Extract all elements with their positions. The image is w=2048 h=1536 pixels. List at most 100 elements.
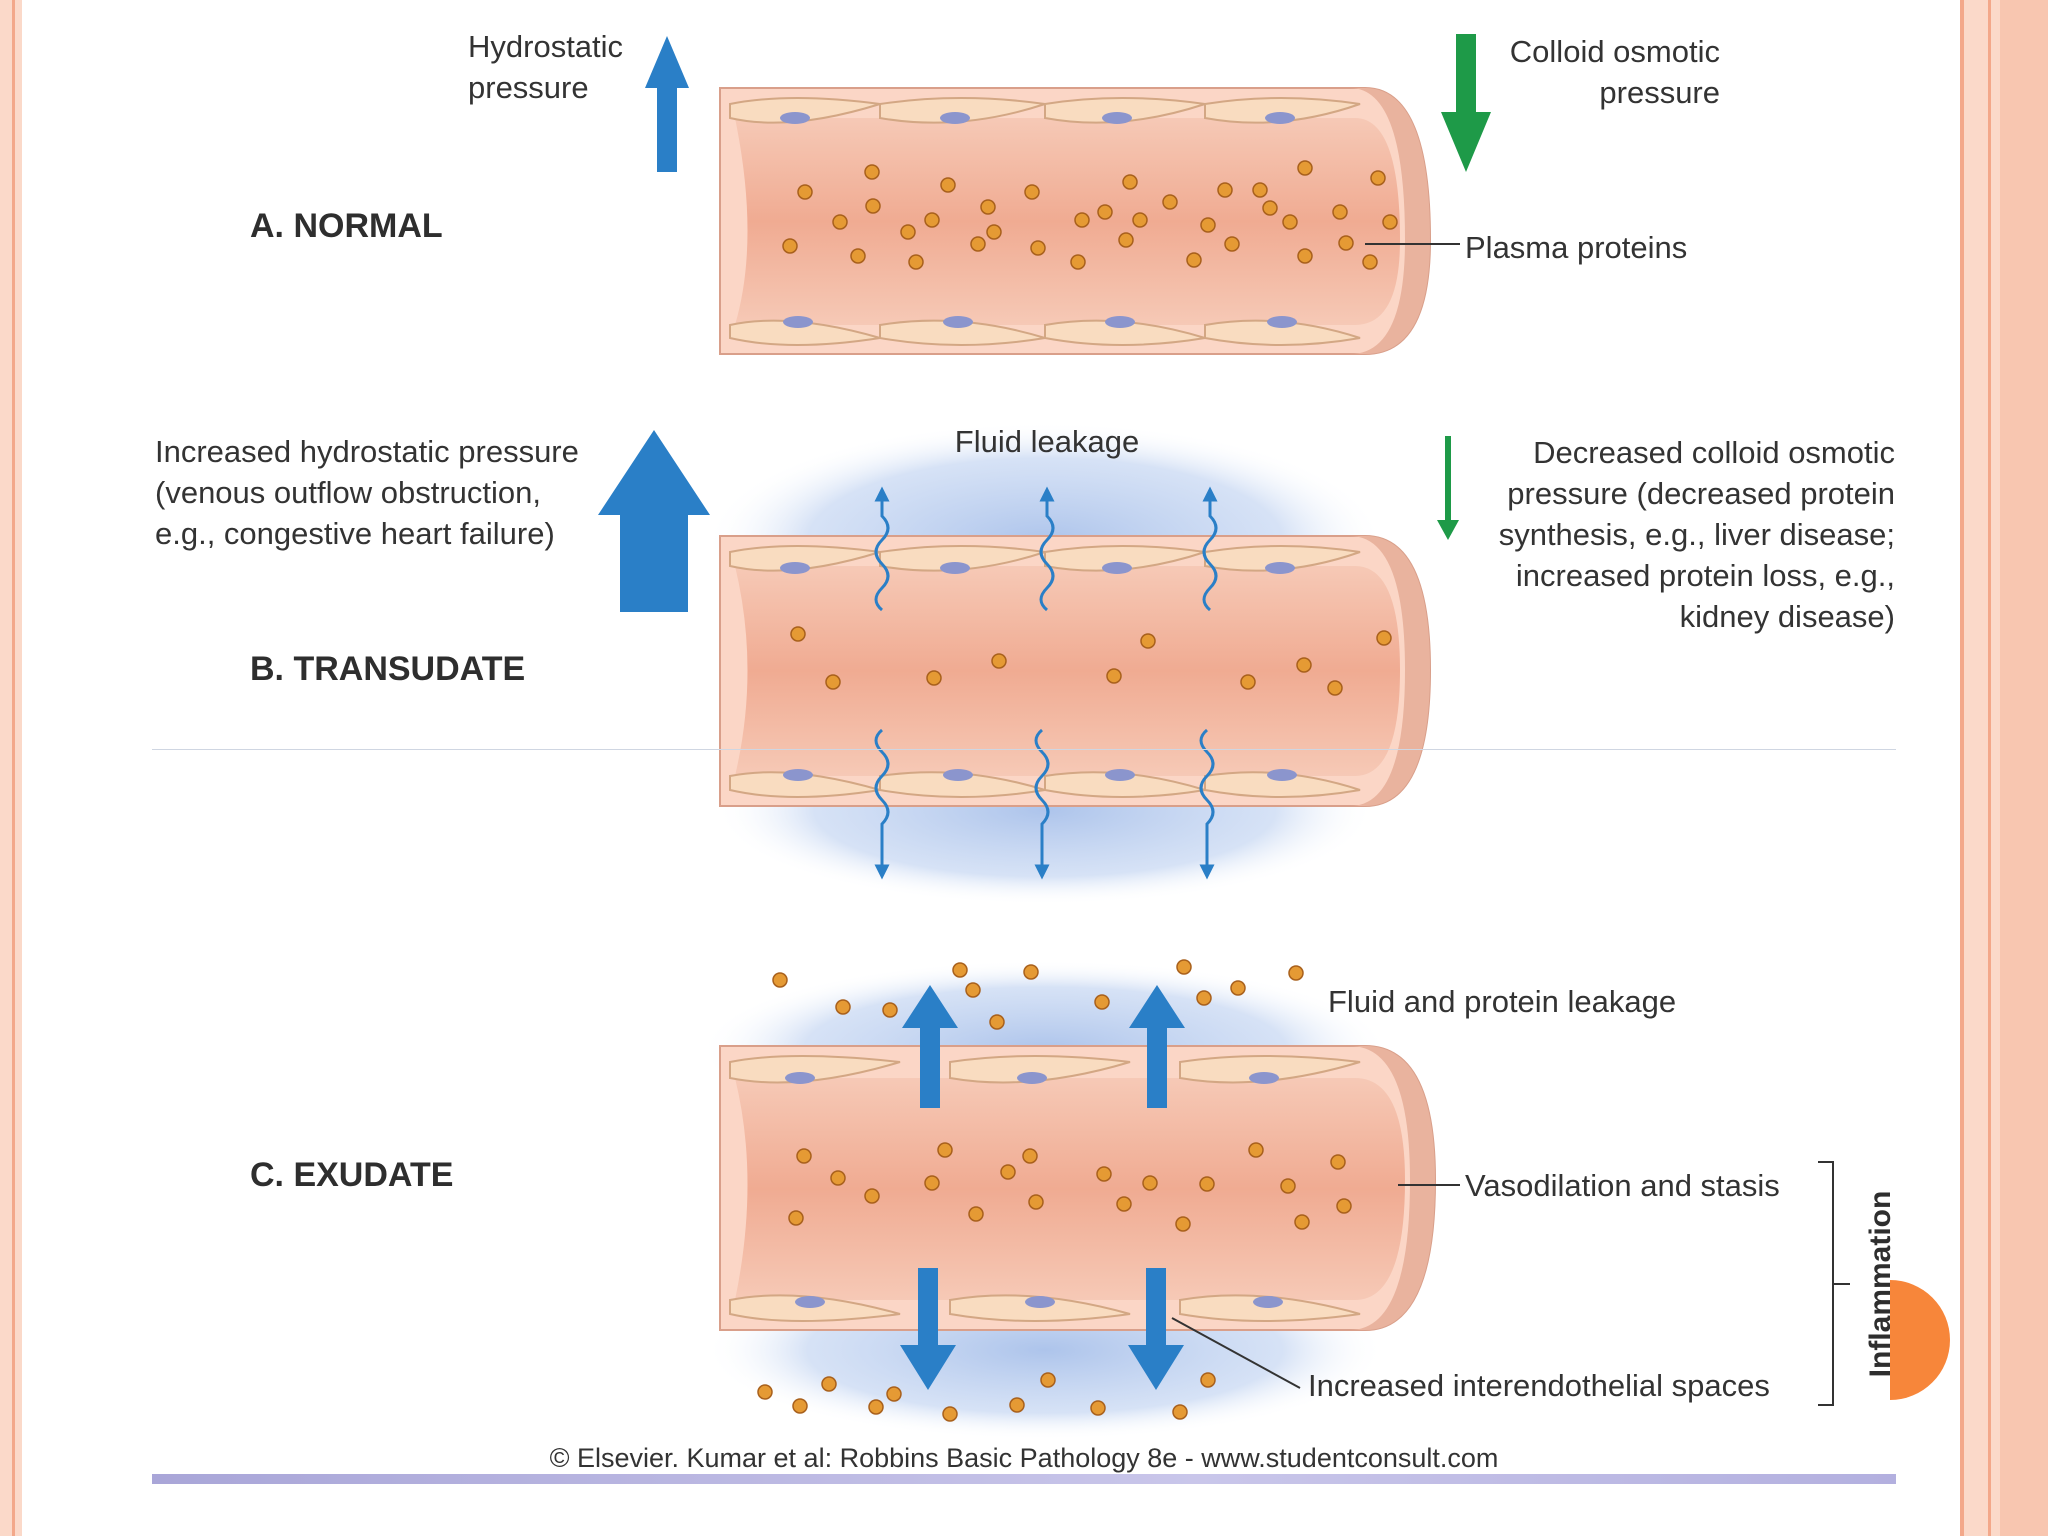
protein-dot bbox=[1000, 1164, 1016, 1180]
protein-dot bbox=[1362, 254, 1378, 270]
panel-transudate-title: B. TRANSUDATE bbox=[250, 650, 525, 688]
image-credit: © Elsevier. Kumar et al: Robbins Basic P… bbox=[550, 1443, 1499, 1473]
protein-dot bbox=[991, 653, 1007, 669]
protein-dot bbox=[1252, 182, 1268, 198]
protein-dot bbox=[886, 1386, 902, 1402]
protein-dot bbox=[1370, 170, 1386, 186]
protein-dot bbox=[1175, 1216, 1191, 1232]
panel-normal: A. NORMAL Hydrostatic pressure Colloid o… bbox=[250, 29, 1720, 355]
increased-hydrostatic-line3: e.g., congestive heart failure) bbox=[155, 516, 555, 551]
plasma-proteins-exudate bbox=[757, 959, 1352, 1422]
protein-dot bbox=[980, 199, 996, 215]
protein-dot bbox=[1094, 994, 1110, 1010]
protein-dot bbox=[830, 1170, 846, 1186]
protein-dot bbox=[1240, 674, 1256, 690]
protein-dot bbox=[1176, 959, 1192, 975]
protein-dot bbox=[1096, 1166, 1112, 1182]
interendothelial-spaces-label: Increased interendothelial spaces bbox=[1308, 1368, 1770, 1403]
protein-dot bbox=[924, 1175, 940, 1191]
protein-dot bbox=[1040, 1372, 1056, 1388]
protein-dot bbox=[1200, 1372, 1216, 1388]
protein-dot bbox=[1196, 990, 1212, 1006]
panel-exudate-title: C. EXUDATE bbox=[250, 1156, 453, 1194]
protein-dot bbox=[1172, 1404, 1188, 1420]
protein-dot bbox=[772, 972, 788, 988]
protein-dot bbox=[1106, 668, 1122, 684]
vasodilation-label: Vasodilation and stasis bbox=[1465, 1168, 1780, 1203]
colloid-label-line2: pressure bbox=[1599, 75, 1720, 110]
protein-dot bbox=[1070, 254, 1086, 270]
protein-dot bbox=[1030, 240, 1046, 256]
protein-dot bbox=[1023, 964, 1039, 980]
protein-dot bbox=[937, 1142, 953, 1158]
hydrostatic-label-line2: pressure bbox=[468, 70, 589, 105]
protein-dot bbox=[865, 198, 881, 214]
decreased-colloid-arrow-icon bbox=[1437, 436, 1459, 540]
protein-dot bbox=[1162, 194, 1178, 210]
protein-dot bbox=[790, 626, 806, 642]
protein-dot bbox=[832, 214, 848, 230]
protein-dot bbox=[1199, 1176, 1215, 1192]
protein-dot bbox=[965, 982, 981, 998]
decreased-colloid-line5: kidney disease) bbox=[1680, 599, 1895, 634]
fluid-leakage-arrows bbox=[874, 486, 1218, 880]
protein-dot bbox=[900, 224, 916, 240]
colloid-arrow-icon bbox=[1441, 34, 1491, 172]
protein-dot bbox=[821, 1376, 837, 1392]
protein-dot bbox=[1074, 212, 1090, 228]
protein-dot bbox=[1140, 633, 1156, 649]
protein-dot bbox=[1022, 1148, 1038, 1164]
protein-dot bbox=[1217, 182, 1233, 198]
protein-dot bbox=[942, 1406, 958, 1422]
increased-hydrostatic-arrow-icon bbox=[598, 430, 710, 612]
protein-dot bbox=[1122, 174, 1138, 190]
spaces-leader-line bbox=[1171, 1317, 1301, 1389]
protein-dot bbox=[1142, 1175, 1158, 1191]
slide-divider bbox=[152, 749, 1896, 750]
fluid-protein-leakage-label: Fluid and protein leakage bbox=[1328, 984, 1676, 1019]
protein-dot bbox=[796, 1148, 812, 1164]
protein-dot bbox=[797, 184, 813, 200]
fluid-leakage-label: Fluid leakage bbox=[955, 424, 1139, 459]
protein-dot bbox=[1028, 1194, 1044, 1210]
protein-dot bbox=[1327, 680, 1343, 696]
plasma-proteins-transudate bbox=[790, 626, 1392, 696]
hydrostatic-label-line1: Hydrostatic bbox=[468, 29, 623, 64]
protein-dot bbox=[940, 177, 956, 193]
protein-dot bbox=[1376, 630, 1392, 646]
protein-dot bbox=[1282, 214, 1298, 230]
decreased-colloid-line4: increased protein loss, e.g., bbox=[1516, 558, 1895, 593]
panel-normal-title: A. NORMAL bbox=[250, 207, 443, 245]
protein-dot bbox=[1332, 204, 1348, 220]
protein-dot bbox=[924, 212, 940, 228]
protein-dot bbox=[792, 1398, 808, 1414]
protein-dot bbox=[1009, 1397, 1025, 1413]
vessel-exudate bbox=[719, 1045, 1437, 1331]
exudate-thick-arrows bbox=[900, 985, 1185, 1390]
protein-dot bbox=[908, 254, 924, 270]
protein-dot bbox=[1294, 1214, 1310, 1230]
protein-dot bbox=[1097, 204, 1113, 220]
exudate-arrow-down-1-icon bbox=[900, 1268, 956, 1390]
protein-dot bbox=[850, 248, 866, 264]
protein-dot bbox=[1090, 1400, 1106, 1416]
protein-dot bbox=[1330, 1154, 1346, 1170]
panel-transudate: B. TRANSUDATE Increased hydrostatic pres… bbox=[155, 422, 1895, 905]
protein-dot bbox=[1248, 1142, 1264, 1158]
hydrostatic-arrow-icon bbox=[645, 36, 689, 172]
decreased-colloid-line1: Decreased colloid osmotic bbox=[1533, 435, 1895, 470]
protein-dot bbox=[835, 999, 851, 1015]
protein-dot bbox=[864, 164, 880, 180]
protein-dot bbox=[989, 1014, 1005, 1030]
inflammation-bracket bbox=[1818, 1161, 1850, 1406]
protein-dot bbox=[1200, 217, 1216, 233]
protein-dot bbox=[788, 1210, 804, 1226]
protein-dot bbox=[1382, 214, 1398, 230]
protein-dot bbox=[1336, 1198, 1352, 1214]
protein-dot bbox=[968, 1206, 984, 1222]
protein-dot bbox=[1024, 184, 1040, 200]
panel-exudate: C. EXUDATE Fluid and protein leakage bbox=[250, 959, 1897, 1440]
protein-dot bbox=[970, 236, 986, 252]
colloid-label-line1: Colloid osmotic bbox=[1510, 34, 1720, 69]
protein-dot bbox=[1118, 232, 1134, 248]
